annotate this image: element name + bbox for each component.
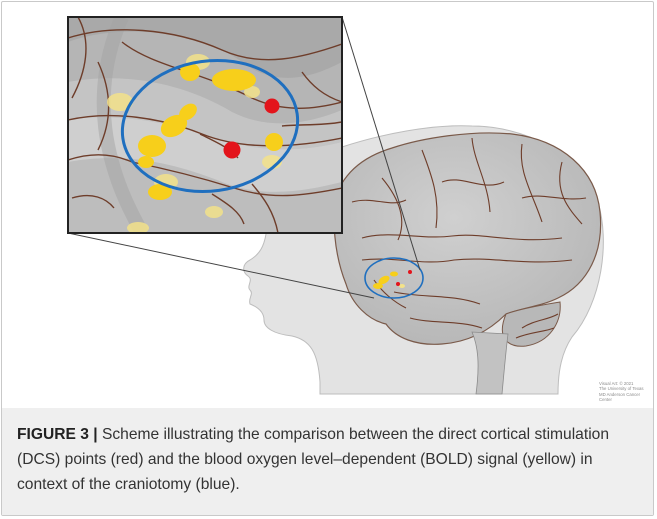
dcs-point (224, 142, 241, 159)
figure-label: FIGURE 3 | (17, 426, 98, 443)
figure-caption-text: Scheme illustrating the comparison betwe… (17, 426, 609, 493)
magnified-inset (68, 17, 342, 234)
brain-illustration (2, 2, 655, 402)
dcs-point (265, 99, 280, 114)
figure-caption: FIGURE 3 | Scheme illustrating the compa… (17, 422, 639, 497)
illustration-credit: Visual Art: © 2021 The University of Tex… (599, 381, 651, 403)
